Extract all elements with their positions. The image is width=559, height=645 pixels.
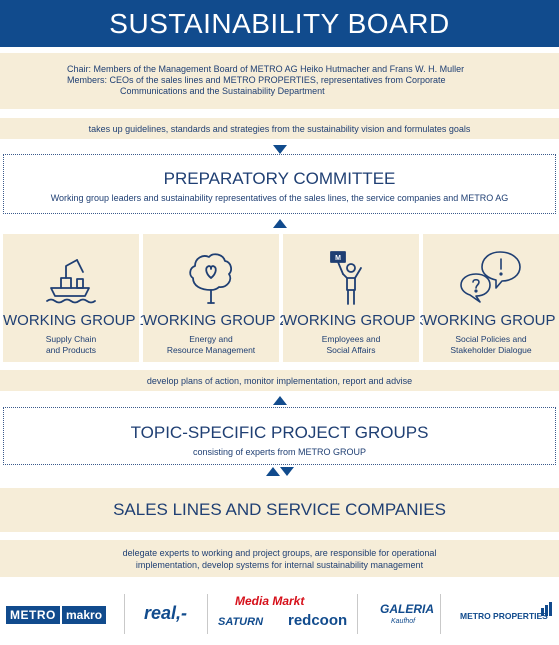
- ship-icon: [46, 259, 96, 304]
- person-flag-icon: M: [330, 251, 362, 305]
- sales-lines-title: SALES LINES AND SERVICE COMPANIES: [0, 488, 559, 532]
- working-group-title: WORKING GROUP 1: [3, 312, 148, 329]
- preparatory-committee: PREPARATORY COMMITTEE Working group lead…: [3, 154, 556, 214]
- working-group-topic: Energy and: [189, 334, 233, 344]
- working-group-4: WORKING GROUP 4 Social Policies and Stak…: [423, 234, 559, 362]
- working-groups-role: develop plans of action, monitor impleme…: [0, 370, 559, 391]
- mediamarkt-logo: Media Markt: [235, 594, 305, 608]
- sales-lines-role-line: implementation, develop systems for inte…: [135, 560, 424, 570]
- arrow-up-icon: [266, 467, 280, 476]
- board-chair: Chair: Members of the Management Board o…: [67, 64, 465, 74]
- topic-groups-subtitle: consisting of experts from METRO GROUP: [192, 447, 367, 457]
- arrow-down-icon: [273, 145, 287, 154]
- working-group-topic-cont: Social Affairs: [326, 345, 376, 355]
- galeria-sub-logo: Kaufhof: [391, 618, 416, 625]
- sales-lines-role: delegate experts to working and project …: [0, 540, 559, 577]
- real-logo: real,-: [144, 603, 188, 623]
- flag-letter: M: [335, 255, 341, 262]
- topic-project-groups: TOPIC-SPECIFIC PROJECT GROUPS consisting…: [3, 407, 556, 465]
- metro-properties-logo: METRO PROPERTIES: [460, 611, 548, 621]
- metro-properties-mark-icon: [541, 602, 552, 616]
- working-group-title: WORKING GROUP 4: [423, 312, 559, 329]
- sales-lines-role-line: delegate experts to working and project …: [122, 548, 437, 558]
- tree-icon: [189, 253, 232, 304]
- working-group-topic: Social Policies and: [455, 334, 527, 344]
- page-title: SUSTAINABILITY BOARD: [0, 0, 559, 47]
- working-group-title: WORKING GROUP 3: [283, 312, 428, 329]
- working-group-2: WORKING GROUP 2 Energy and Resource Mana…: [143, 234, 288, 362]
- working-group-1: WORKING GROUP 1 Supply Chain and Product…: [3, 234, 148, 362]
- preparatory-title: PREPARATORY COMMITTEE: [163, 169, 396, 188]
- redcoon-logo: redcoon: [288, 612, 348, 629]
- saturn-logo: SATURN: [218, 616, 264, 628]
- board-members-cont: Communications and the Sustainability De…: [120, 86, 325, 96]
- arrow-up-icon: [273, 396, 287, 405]
- company-logos: METRO makro real,- Media Markt SATURN re…: [0, 590, 559, 640]
- preparatory-subtitle: Working group leaders and sustainability…: [50, 193, 509, 203]
- working-group-topic-cont: Resource Management: [166, 345, 256, 355]
- working-group-topic-cont: and Products: [45, 345, 97, 355]
- speech-bubbles-icon: [460, 251, 521, 303]
- arrow-up-icon: [273, 219, 287, 228]
- working-group-topic-cont: Stakeholder Dialogue: [450, 345, 532, 355]
- topic-groups-title: TOPIC-SPECIFIC PROJECT GROUPS: [130, 423, 429, 442]
- galeria-logo: GALERIA: [380, 602, 434, 616]
- working-group-topic: Supply Chain: [45, 334, 97, 344]
- working-group-3: M WORKING GROUP 3 Employees and Social A…: [283, 234, 428, 362]
- working-group-topic: Employees and: [321, 334, 381, 344]
- makro-logo: makro: [62, 606, 107, 624]
- metro-logo: METRO: [6, 606, 60, 624]
- working-group-title: WORKING GROUP 2: [143, 312, 288, 329]
- board-role: takes up guidelines, standards and strat…: [0, 118, 559, 139]
- arrow-down-icon: [280, 467, 294, 476]
- board-description: Chair: Members of the Management Board o…: [0, 53, 559, 109]
- board-members: Members: CEOs of the sales lines and MET…: [67, 75, 446, 85]
